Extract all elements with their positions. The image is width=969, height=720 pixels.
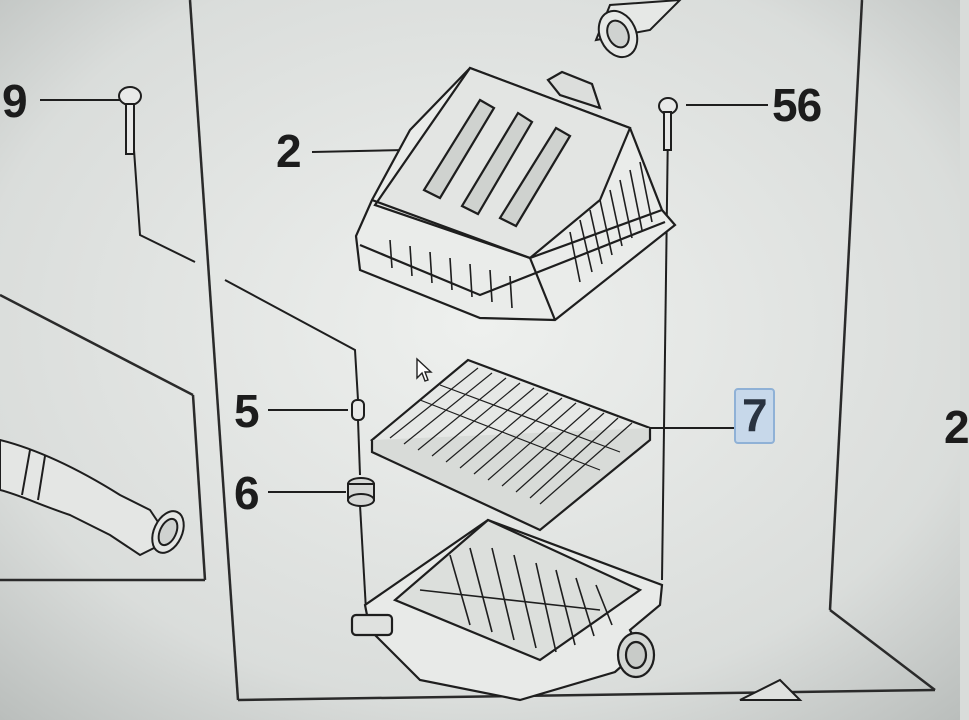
callout-partial-edge[interactable]: 2 [944, 401, 969, 453]
panel-borders [0, 0, 936, 702]
intake-hose [0, 438, 185, 557]
bolt-9 [118, 86, 142, 155]
air-filter [369, 358, 653, 532]
callout-7-highlighted[interactable]: 7 [734, 388, 775, 444]
grommet-5 [351, 399, 365, 421]
callout-6[interactable]: 6 [234, 467, 260, 519]
mouse-pointer-icon [416, 357, 433, 382]
air-box-cover [354, 66, 677, 322]
callout-9[interactable]: 9 [2, 75, 28, 127]
callout-56[interactable]: 56 [772, 79, 822, 131]
leader-lines [40, 99, 768, 611]
top-duct [594, 0, 682, 59]
edge-part [739, 678, 803, 701]
grommet-6 [347, 477, 375, 507]
callout-5[interactable]: 5 [234, 385, 260, 437]
air-box-lower [350, 518, 664, 702]
callout-2[interactable]: 2 [276, 125, 302, 177]
bolt-56 [658, 97, 678, 151]
